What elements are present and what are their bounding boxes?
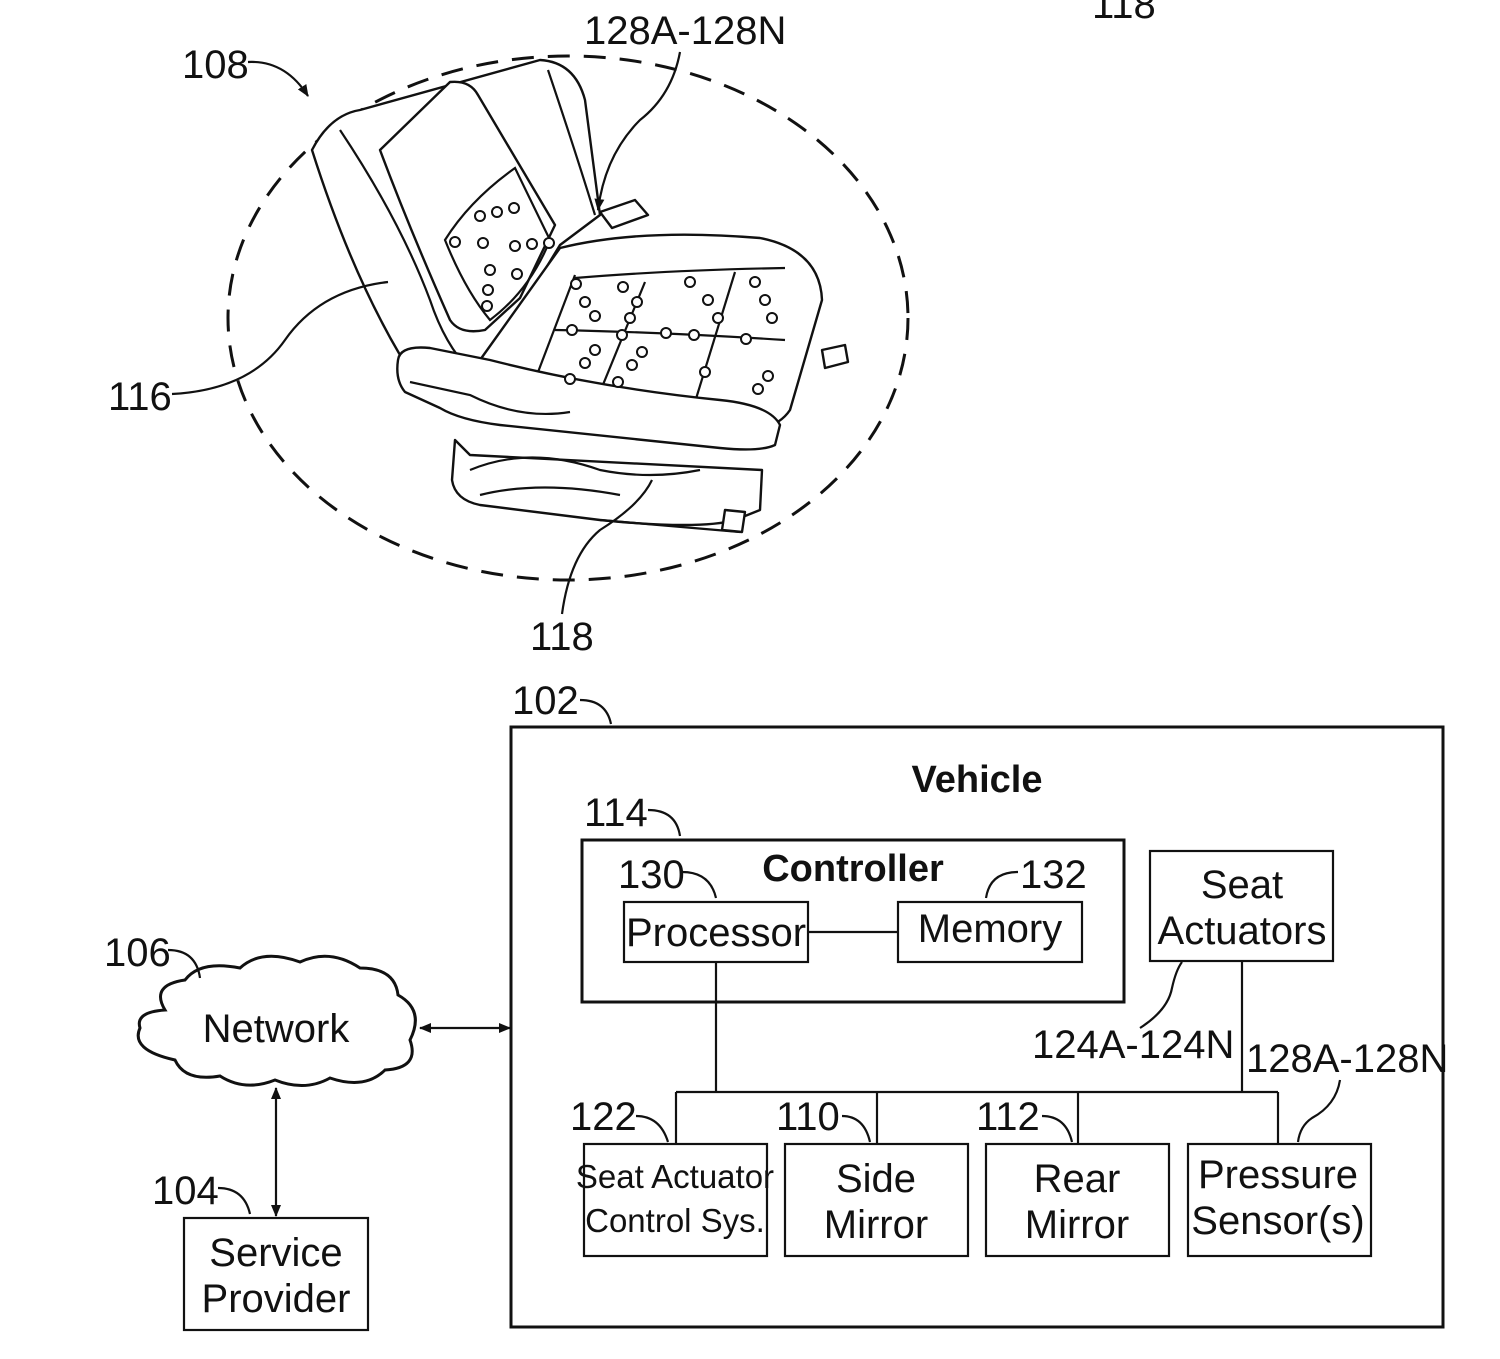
leader-side-mirror bbox=[841, 1114, 872, 1143]
leader-sensors-block bbox=[1296, 1079, 1342, 1143]
ref-label-actuator-ctrl: 122 bbox=[570, 1095, 637, 1139]
service-provider-label-1: Service bbox=[209, 1231, 342, 1275]
leader-rear-mirror bbox=[1041, 1114, 1074, 1143]
pressure-sensors-label-1: Pressure bbox=[1198, 1153, 1358, 1197]
network-cloud bbox=[136, 954, 417, 1087]
ref-label-processor: 130 bbox=[618, 853, 685, 897]
leader-service-provider bbox=[217, 1186, 252, 1215]
seat-actuator-control-label-1: Seat Actuator bbox=[576, 1158, 774, 1195]
side-mirror-label-2: Mirror bbox=[824, 1203, 928, 1247]
service-provider-label-2: Provider bbox=[202, 1277, 351, 1321]
leader-memory bbox=[984, 870, 1019, 899]
seat-actuators-label-1: Seat bbox=[1201, 863, 1283, 907]
memory-label: Memory bbox=[918, 907, 1062, 951]
side-mirror-label-1: Side bbox=[836, 1157, 916, 1201]
vehicle-box bbox=[509, 725, 1445, 1329]
processor-label: Processor bbox=[626, 911, 806, 955]
leader-network bbox=[167, 948, 202, 979]
vehicle-title: Vehicle bbox=[912, 759, 1043, 801]
leader-seat-cushion bbox=[560, 479, 653, 615]
ref-label-seat-cushion: 118 bbox=[530, 615, 594, 659]
network-label: Network bbox=[203, 1007, 351, 1051]
ref-label-seat-back: 116 bbox=[108, 375, 172, 419]
ref-label-sensors-top: 128A-128N bbox=[584, 9, 786, 53]
ref-label-rear-mirror: 112 bbox=[976, 1095, 1040, 1139]
ref-label-memory: 132 bbox=[1020, 853, 1087, 897]
rear-mirror-box bbox=[984, 1142, 1171, 1258]
seat-actuator-control-label-2: Control Sys. bbox=[585, 1202, 765, 1239]
leader-controller bbox=[647, 808, 682, 837]
controller-title: Controller bbox=[762, 848, 944, 890]
leader-vehicle bbox=[579, 698, 613, 725]
seat-group-ellipse bbox=[226, 54, 910, 582]
ref-label-top-cut: 118 bbox=[1092, 0, 1156, 27]
leader-actuators bbox=[1139, 961, 1183, 1029]
ref-label-side-mirror: 110 bbox=[776, 1095, 840, 1139]
seat-actuators-label-2: Actuators bbox=[1158, 909, 1327, 953]
vehicle-seat-drawing bbox=[310, 58, 850, 534]
ref-label-controller: 114 bbox=[584, 791, 648, 835]
rear-mirror-label-1: Rear bbox=[1034, 1157, 1121, 1201]
ref-label-network: 106 bbox=[104, 931, 171, 975]
side-mirror-box bbox=[783, 1142, 970, 1258]
leader-seat-group bbox=[247, 60, 309, 97]
ref-label-seat-group: 108 bbox=[182, 43, 249, 87]
controller-box bbox=[580, 838, 1126, 1004]
rear-mirror-label-2: Mirror bbox=[1025, 1203, 1129, 1247]
seat-actuator-control-box bbox=[582, 1142, 769, 1258]
ref-label-actuators: 124A-124N bbox=[1032, 1023, 1234, 1067]
ref-label-service-provider: 104 bbox=[152, 1169, 219, 1213]
backrest-pressure-sensors bbox=[449, 202, 555, 312]
ref-label-vehicle: 102 bbox=[512, 679, 579, 723]
service-provider-box bbox=[182, 1216, 370, 1332]
cushion-pressure-sensors bbox=[564, 276, 778, 395]
pressure-sensors-box bbox=[1186, 1142, 1373, 1258]
leader-processor bbox=[681, 870, 718, 899]
ref-label-sensors-block: 128A-128N bbox=[1246, 1037, 1448, 1081]
pressure-sensors-label-2: Sensor(s) bbox=[1191, 1199, 1364, 1243]
leader-seat-back bbox=[171, 280, 389, 396]
leader-sensors-top bbox=[594, 51, 682, 211]
leader-actuator-ctrl bbox=[635, 1114, 670, 1143]
